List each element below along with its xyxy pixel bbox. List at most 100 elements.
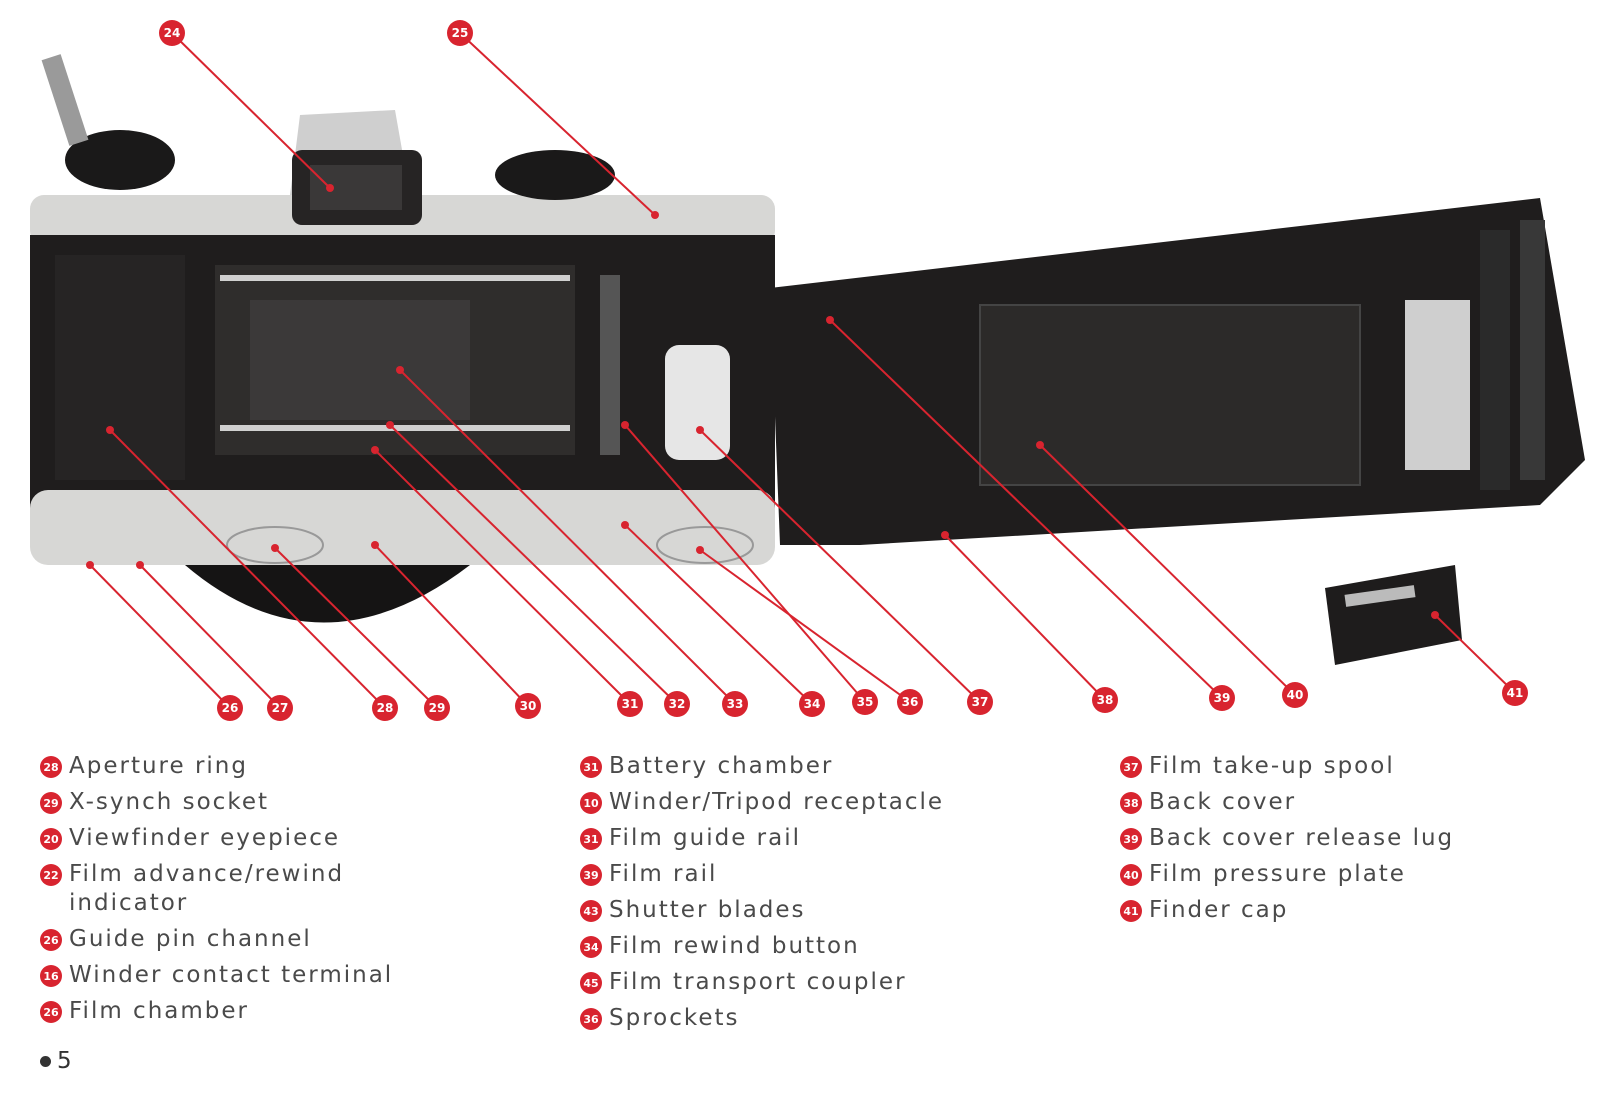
film-pressure-plate xyxy=(979,304,1361,486)
callout-number: 29 xyxy=(429,701,446,715)
film-take-up-spool xyxy=(665,345,730,460)
legend-number-badge: 34 xyxy=(580,936,602,958)
legend-number-badge: 31 xyxy=(580,756,602,778)
callout-badge xyxy=(424,695,450,721)
callout-target-dot xyxy=(651,211,659,219)
callout-number: 34 xyxy=(804,697,821,711)
callout-target-dot xyxy=(621,521,629,529)
legend-number-badge: 20 xyxy=(40,828,62,850)
legend-label: Film pressure plate xyxy=(1149,861,1406,887)
callout-target-dot xyxy=(621,421,629,429)
callout-leader-line xyxy=(374,449,631,705)
legend-number-badge: 39 xyxy=(580,864,602,886)
callout-number: 38 xyxy=(1097,693,1114,707)
legend-item: 40 Film pressure plate xyxy=(1120,860,1454,889)
callout-badge xyxy=(852,689,878,715)
callout-number: 37 xyxy=(972,695,989,709)
film-chamber xyxy=(55,255,185,480)
callout-leader-line xyxy=(624,424,866,703)
callout-leader-line xyxy=(374,544,529,707)
callout-number: 36 xyxy=(902,695,919,709)
legend-label: X-synch socket xyxy=(69,789,269,815)
callout-number: 40 xyxy=(1287,688,1304,702)
legend-item: 34 Film rewind button xyxy=(580,932,944,961)
legend-item: 36 Sprockets xyxy=(580,1004,944,1033)
legend-label: Shutter blades xyxy=(609,897,806,923)
callout-target-dot xyxy=(86,561,94,569)
legend-number-badge: 37 xyxy=(1120,756,1142,778)
callout-badge xyxy=(617,691,643,717)
callout-number: 33 xyxy=(727,697,744,711)
legend-label: Finder cap xyxy=(1149,897,1289,923)
callout-target-dot xyxy=(826,316,834,324)
legend-number-badge: 10 xyxy=(580,792,602,814)
legend-label: Aperture ring xyxy=(69,753,248,779)
legend-label: Film take-up spool xyxy=(1149,753,1395,779)
page-number-text: 5 xyxy=(57,1048,72,1074)
callout-target-dot xyxy=(1036,441,1044,449)
callout-number: 32 xyxy=(669,697,686,711)
callout-number: 41 xyxy=(1507,686,1524,700)
callout-target-dot xyxy=(1431,611,1439,619)
finder-cap xyxy=(1325,565,1462,665)
callout-target-dot xyxy=(271,544,279,552)
camera-body xyxy=(30,54,775,623)
callout-leader-line xyxy=(274,547,438,709)
legend-number-badge: 29 xyxy=(40,792,62,814)
callout-badge xyxy=(1209,685,1235,711)
callout-badge xyxy=(799,691,825,717)
legend-number-badge: 26 xyxy=(40,929,62,951)
legend-label: Film rewind button xyxy=(609,933,860,959)
legend-item: 39 Back cover release lug xyxy=(1120,824,1454,853)
callout-leader-line xyxy=(944,534,1106,701)
callout-badge xyxy=(722,691,748,717)
callout-number: 30 xyxy=(520,699,537,713)
back-cover xyxy=(770,198,1585,545)
callout-leader-line xyxy=(109,429,386,709)
callout-target-dot xyxy=(136,561,144,569)
callout-leader-line xyxy=(699,429,981,703)
callout-badge xyxy=(967,689,993,715)
legend-number-badge: 39 xyxy=(1120,828,1142,850)
callout-leader-line xyxy=(1039,444,1296,696)
callout-leader-line xyxy=(399,369,736,705)
callout-badge xyxy=(267,695,293,721)
callout-badge xyxy=(447,20,473,46)
callout-leader-line xyxy=(1434,614,1516,694)
callout-target-dot xyxy=(386,421,394,429)
callout-badge xyxy=(217,695,243,721)
callout-leader-line xyxy=(89,564,231,709)
callout-leader-line xyxy=(829,319,1223,699)
legend-label: Back cover release lug xyxy=(1149,825,1455,851)
callout-badge xyxy=(897,689,923,715)
legend-label: Winder contact terminal xyxy=(69,962,394,988)
callout-target-dot xyxy=(326,184,334,192)
legend-label: Sprockets xyxy=(609,1005,740,1031)
callout-target-dot xyxy=(371,541,379,549)
callout-leader-line xyxy=(171,32,331,189)
legend-item: 29 X-synch socket xyxy=(40,788,393,817)
legend-item: 16 Winder contact terminal xyxy=(40,961,393,990)
legend-number-badge: 16 xyxy=(40,965,62,987)
callout-target-dot xyxy=(396,366,404,374)
shutter-blades xyxy=(250,300,470,420)
legend-label: Film advance/rewind indicator xyxy=(69,861,345,916)
rewind-knob xyxy=(65,130,175,190)
legend-item: 37 Film take-up spool xyxy=(1120,752,1454,781)
callout-target-dot xyxy=(696,426,704,434)
legend-number-badge: 36 xyxy=(580,1008,602,1030)
legend-label: Film chamber xyxy=(69,998,249,1024)
callout-leader-line xyxy=(459,32,656,216)
legend-number-badge: 40 xyxy=(1120,864,1142,886)
legend-label: Guide pin channel xyxy=(69,926,312,952)
